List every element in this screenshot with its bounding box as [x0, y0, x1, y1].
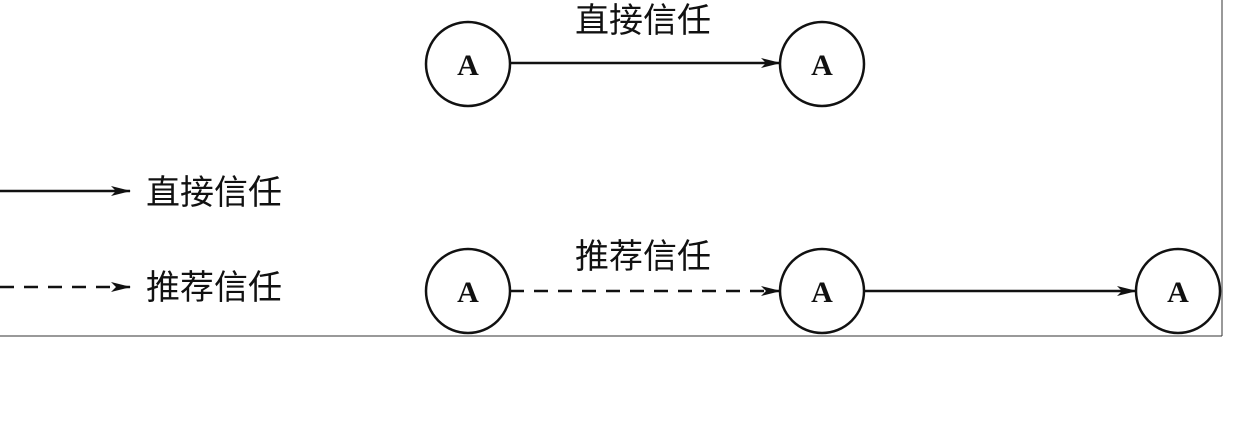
bottom-node-1-label: A [457, 276, 479, 309]
legend-direct-label: 直接信任 [146, 173, 282, 213]
bottom-node-2-label: A [811, 276, 833, 309]
top-node-1: A [424, 20, 512, 108]
legend-recommended-label: 推荐信任 [146, 268, 282, 308]
bottom-node-3: A [1134, 247, 1222, 335]
bottom-node-2: A [778, 247, 866, 335]
top-node-2-label: A [811, 49, 833, 82]
top-node-2: A [778, 20, 866, 108]
top-node-1-label: A [457, 49, 479, 82]
top-edge-label: 直接信任 [575, 1, 711, 41]
bottom-node-1: A [424, 247, 512, 335]
bottom-edge-label: 推荐信任 [575, 237, 711, 277]
bottom-node-3-label: A [1167, 276, 1189, 309]
